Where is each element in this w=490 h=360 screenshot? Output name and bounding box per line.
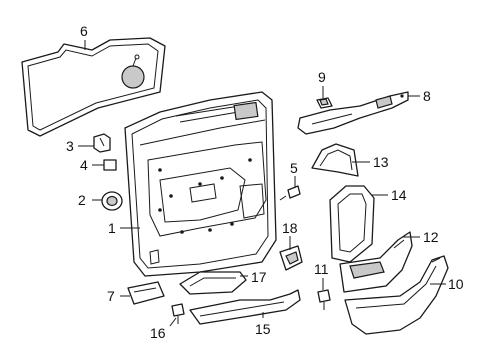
part-3-clip-bracket: [93, 133, 111, 153]
callout-12: 12: [423, 229, 439, 245]
part-10-armrest: [344, 255, 449, 335]
callout-13: 13: [373, 154, 389, 170]
callout-14: 14: [391, 187, 407, 203]
part-8-switch-trim: [297, 91, 409, 135]
leader-16: [169, 317, 177, 327]
part-14-handle-bezel: [329, 185, 375, 263]
part-12-pull-handle: [339, 231, 413, 293]
leader-lines: [78, 40, 446, 327]
callout-9: 9: [318, 69, 326, 85]
part-17-pocket-trim: [179, 271, 247, 295]
part-9-switch: [316, 97, 333, 109]
callout-18: 18: [282, 220, 298, 236]
part-5-bolt: [279, 185, 301, 201]
part-1-door-trim-panel: [124, 91, 277, 277]
callout-10: 10: [448, 276, 464, 292]
callout-7: 7: [107, 288, 115, 304]
callout-11: 11: [314, 261, 329, 277]
callout-6: 6: [80, 23, 88, 39]
part-18-clip: [279, 245, 303, 271]
part-13-corner-trim: [311, 143, 359, 177]
part-6-insulator-pad: [21, 37, 166, 137]
callout-8: 8: [423, 88, 431, 104]
callout-17: 17: [251, 269, 267, 285]
part-2-speaker-grille: [101, 191, 123, 211]
callout-1: 1: [108, 220, 116, 236]
callout-16: 16: [150, 325, 166, 341]
part-7-reflector: [127, 281, 165, 305]
callout-15: 15: [255, 321, 271, 337]
callout-3: 3: [66, 138, 74, 154]
callout-4: 4: [80, 157, 88, 173]
callout-2: 2: [78, 192, 86, 208]
callout-5: 5: [290, 160, 298, 176]
part-11-screw: [317, 289, 331, 310]
callout-labels: 1 2 3 4 5 6 7 8 9 10 11 12 13 14 15 16 1…: [66, 23, 464, 341]
part-15-lower-strip: [189, 289, 301, 325]
part-16-screw: [171, 303, 185, 324]
